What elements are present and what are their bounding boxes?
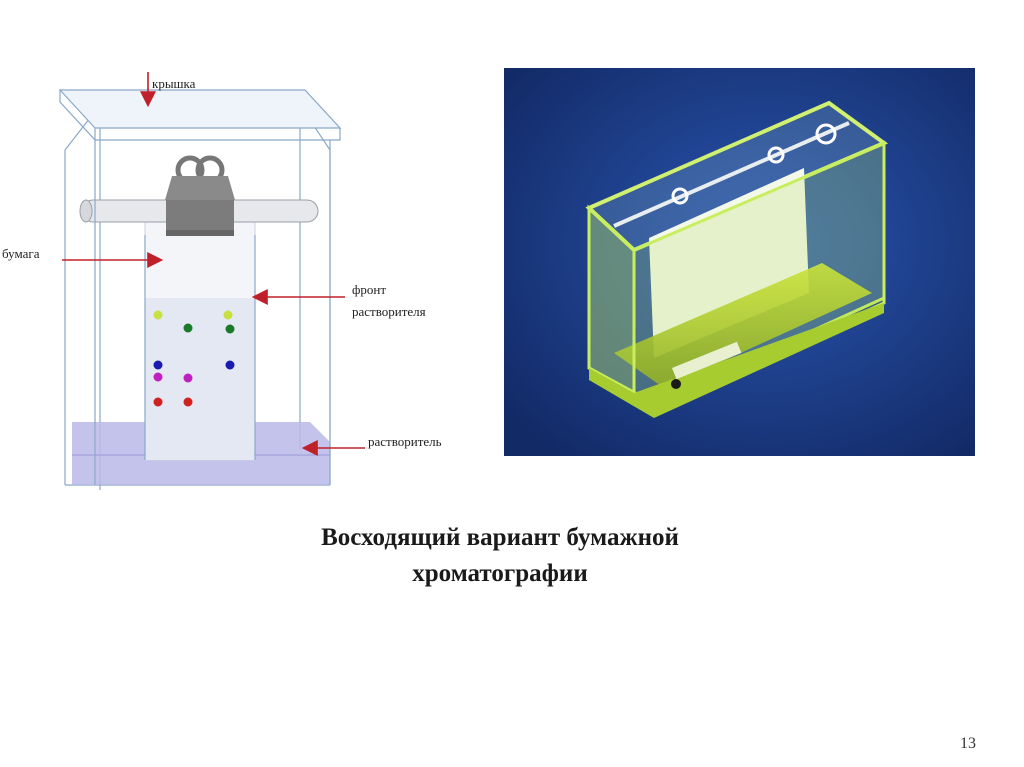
slide-number: 13	[960, 735, 976, 753]
chromatography-tank-photo	[504, 68, 975, 456]
solvent-front-label-line1: фронт	[352, 282, 386, 297]
logo-icon	[671, 379, 681, 389]
solvent-front-label-line2: растворителя	[352, 304, 426, 319]
paper-label: бумага	[2, 246, 40, 261]
binder-clip	[165, 158, 235, 236]
lid-label: крышка	[152, 76, 196, 91]
chromatography-chamber-diagram: крышка бумага фронт растворителя раствор…	[0, 50, 480, 500]
slide-caption: Восходящий вариант бумажной хроматографи…	[250, 520, 750, 592]
lid	[60, 90, 340, 140]
caption-line-1: Восходящий вариант бумажной	[250, 520, 750, 556]
caption-line-2: хроматографии	[250, 556, 750, 592]
solvent-label: растворитель	[368, 434, 442, 449]
